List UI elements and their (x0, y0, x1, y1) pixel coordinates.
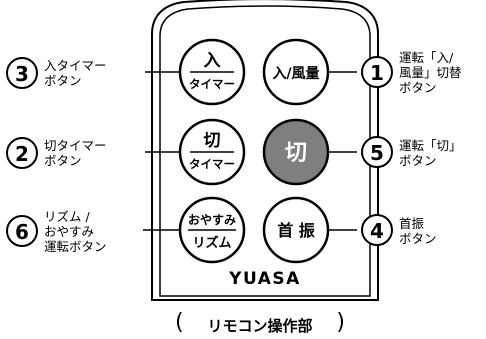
callout-3-label: 入タイマー ボタン (44, 58, 107, 88)
callout-3-num: 3 (15, 62, 29, 86)
nyu-timer-line2: タイマー (189, 77, 235, 91)
callout-2-num: 2 (15, 142, 29, 166)
callout-5-line2: ボタン (399, 153, 437, 168)
callout-3-line1: 入タイマー (44, 58, 107, 73)
callout-5-label: 運転「切」 ボタン (399, 138, 462, 168)
callout-1-label: 運転「入/ 風量」切替 ボタン (399, 50, 462, 95)
callout-6-circle: 6 (6, 215, 38, 247)
caption-left-paren: ( (175, 310, 184, 335)
callout-2-line2: ボタン (44, 153, 82, 168)
rhythm-line1: おやすみ (188, 213, 236, 227)
callout-4-label: 首振 ボタン (399, 216, 437, 246)
rhythm-line2: リズム (192, 235, 231, 251)
remote-inner-outline (159, 5, 371, 297)
callout-6-label: リズム / おやすみ 運転ボタン (44, 209, 107, 254)
nyu-timer-button[interactable]: 入 タイマー (178, 38, 246, 106)
callout-6-num: 6 (15, 220, 29, 244)
callout-1-line1: 運転「入/ (399, 50, 454, 65)
kiri-button[interactable]: 切 (262, 118, 330, 186)
leader-lines (143, 71, 357, 231)
shufuri-button[interactable]: 首 振 (262, 196, 330, 264)
kiri-timer-line1: 切 (204, 131, 221, 151)
callout-3-circle: 3 (6, 57, 38, 89)
callout-2-circle: 2 (6, 137, 38, 169)
callout-2-line1: 切タイマー (44, 138, 107, 153)
caption-text: リモコン操作部 (207, 317, 313, 335)
callout-1-line3: ボタン (399, 80, 437, 95)
callout-5-line1: 運転「切」 (399, 138, 462, 153)
diagram-caption: ( リモコン操作部 ) (175, 309, 345, 337)
callout-4-num: 4 (370, 219, 384, 243)
callout-4-line2: ボタン (399, 231, 437, 246)
callout-circles: 3 2 6 1 5 4 (6, 56, 393, 247)
callout-1-line2: 風量」切替 (399, 65, 462, 80)
callout-5-num: 5 (370, 141, 384, 165)
callout-2-label: 切タイマー ボタン (44, 138, 107, 168)
callout-3-line2: ボタン (44, 73, 82, 88)
callout-1-circle: 1 (361, 56, 393, 88)
rhythm-oyasumi-button[interactable]: おやすみ リズム (178, 196, 246, 264)
callout-4-line1: 首振 (399, 216, 425, 231)
callout-5-circle: 5 (361, 136, 393, 168)
callout-6-line3: 運転ボタン (44, 239, 107, 254)
brand-logo: YUASA (228, 269, 301, 289)
nyu-fuuryou-button[interactable]: 入/風量 (262, 38, 330, 106)
callout-1-num: 1 (370, 61, 384, 85)
kiri-label: 切 (285, 141, 307, 166)
callout-6-line2: おやすみ (44, 224, 95, 239)
caption-right-paren: ) (336, 310, 345, 335)
shufuri-label: 首 振 (277, 221, 315, 240)
kiri-timer-button[interactable]: 切 タイマー (178, 118, 246, 186)
callout-6-line1: リズム / (44, 209, 90, 224)
nyu-timer-line1: 入 (204, 51, 221, 71)
callout-4-circle: 4 (361, 214, 393, 246)
kiri-timer-line2: タイマー (189, 157, 235, 171)
nyu-fuuryou-label: 入/風量 (272, 66, 319, 82)
